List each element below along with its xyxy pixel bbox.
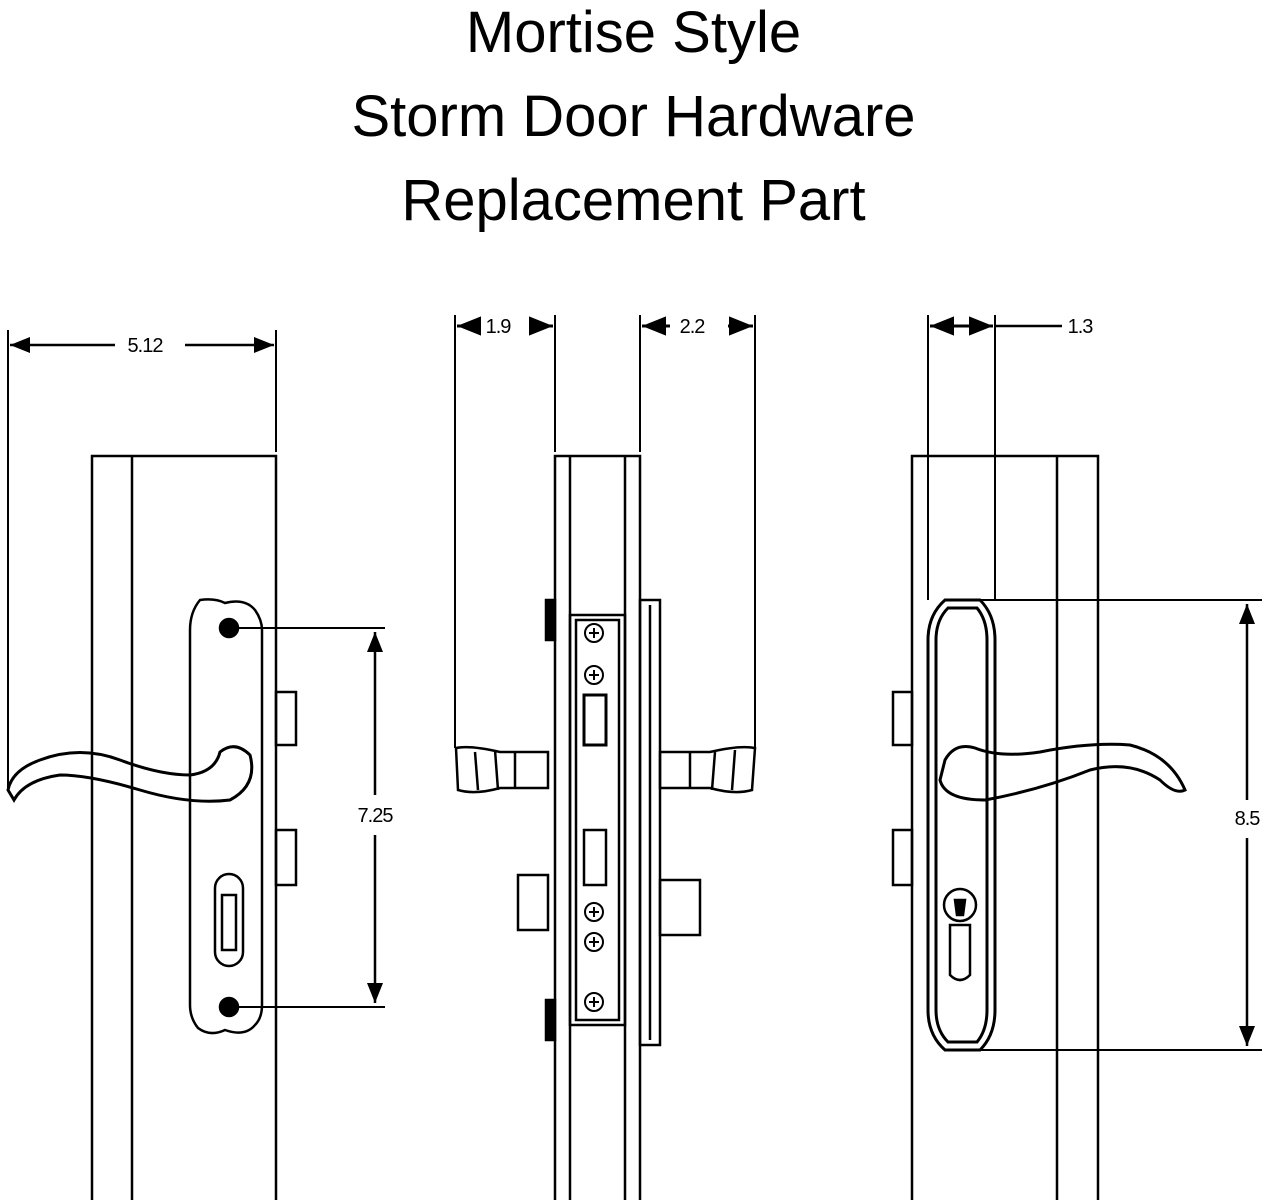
latch-stub-bottom (274, 828, 298, 887)
keyhole-cylinder (213, 872, 245, 968)
lever-handle (6, 745, 254, 804)
rear-plate-side (638, 598, 662, 1047)
lever-right-side (658, 745, 757, 794)
deadbolt-slot (582, 828, 608, 887)
rear-escutcheon-plate (926, 598, 997, 1052)
lever-left-side (454, 745, 550, 794)
title-line-1: Mortise Style (465, 0, 802, 65)
latch-stub-top (274, 690, 298, 747)
dim-side-left: 1.9 (486, 316, 512, 338)
dim-side-right: 2.2 (680, 316, 706, 338)
key-cylinder (942, 887, 978, 923)
door-edge-front (90, 454, 278, 1200)
faceplate-screws (584, 623, 604, 1012)
title-line-2: Storm Door Hardware (351, 84, 916, 149)
rear-lever-handle (938, 742, 1187, 802)
mortise-body (568, 613, 627, 1027)
dim-rear-height: 8.5 (1235, 808, 1261, 830)
rear-latch-stub-top (891, 690, 914, 747)
front-view: 5.12 7.25 (6, 330, 394, 1200)
side-view: 1.9 2.2 (454, 315, 757, 1200)
rear-view: 1.3 8.5 (891, 315, 1262, 1200)
title-line-3: Replacement Part (401, 168, 866, 233)
rear-latch-stub-bottom (891, 828, 914, 887)
latch-bolt-slot (582, 693, 608, 747)
dim-hole-spacing: 7.25 (358, 805, 394, 827)
thumbturn-left (516, 873, 550, 932)
escutcheon-plate (188, 598, 264, 1035)
thumbturn-right (658, 878, 702, 937)
dim-rear-width: 1.3 (1068, 316, 1094, 338)
dim-front-width: 5.12 (128, 335, 164, 357)
door-edge-rear (910, 454, 1100, 1200)
door-edge-side (553, 454, 642, 1200)
